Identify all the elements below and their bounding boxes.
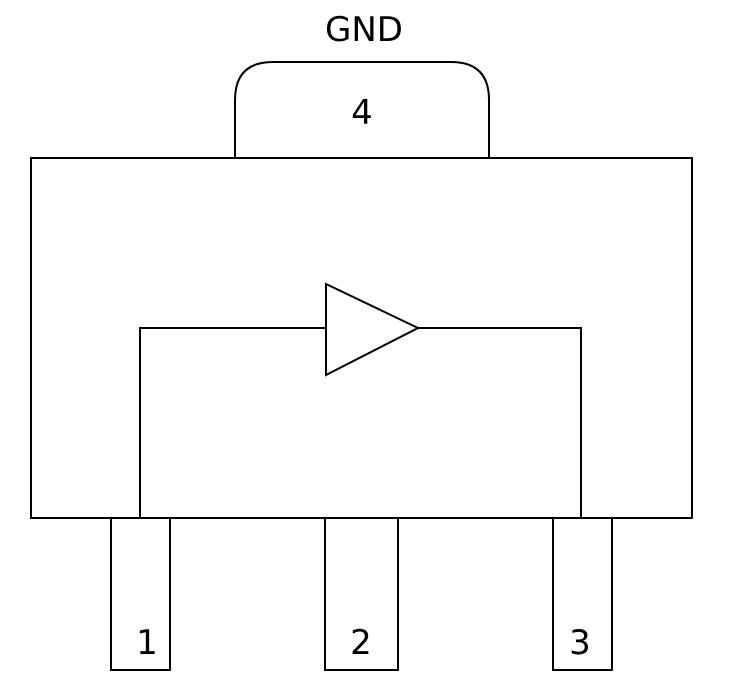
lead-pin-2 [324,517,399,671]
pin-1-number: 1 [136,623,158,663]
pin-3-number: 3 [569,623,591,663]
lead-pin-3 [552,517,613,671]
tab-pin-number: 4 [351,93,373,133]
gnd-label: GND [325,10,403,50]
package-body [30,157,693,519]
input-wire [139,327,327,519]
pin-2-number: 2 [350,623,372,663]
lead-pin-1 [110,517,171,671]
output-wire [417,327,582,519]
buffer-triangle-icon [325,282,421,377]
tab-pin-4 [234,61,490,159]
